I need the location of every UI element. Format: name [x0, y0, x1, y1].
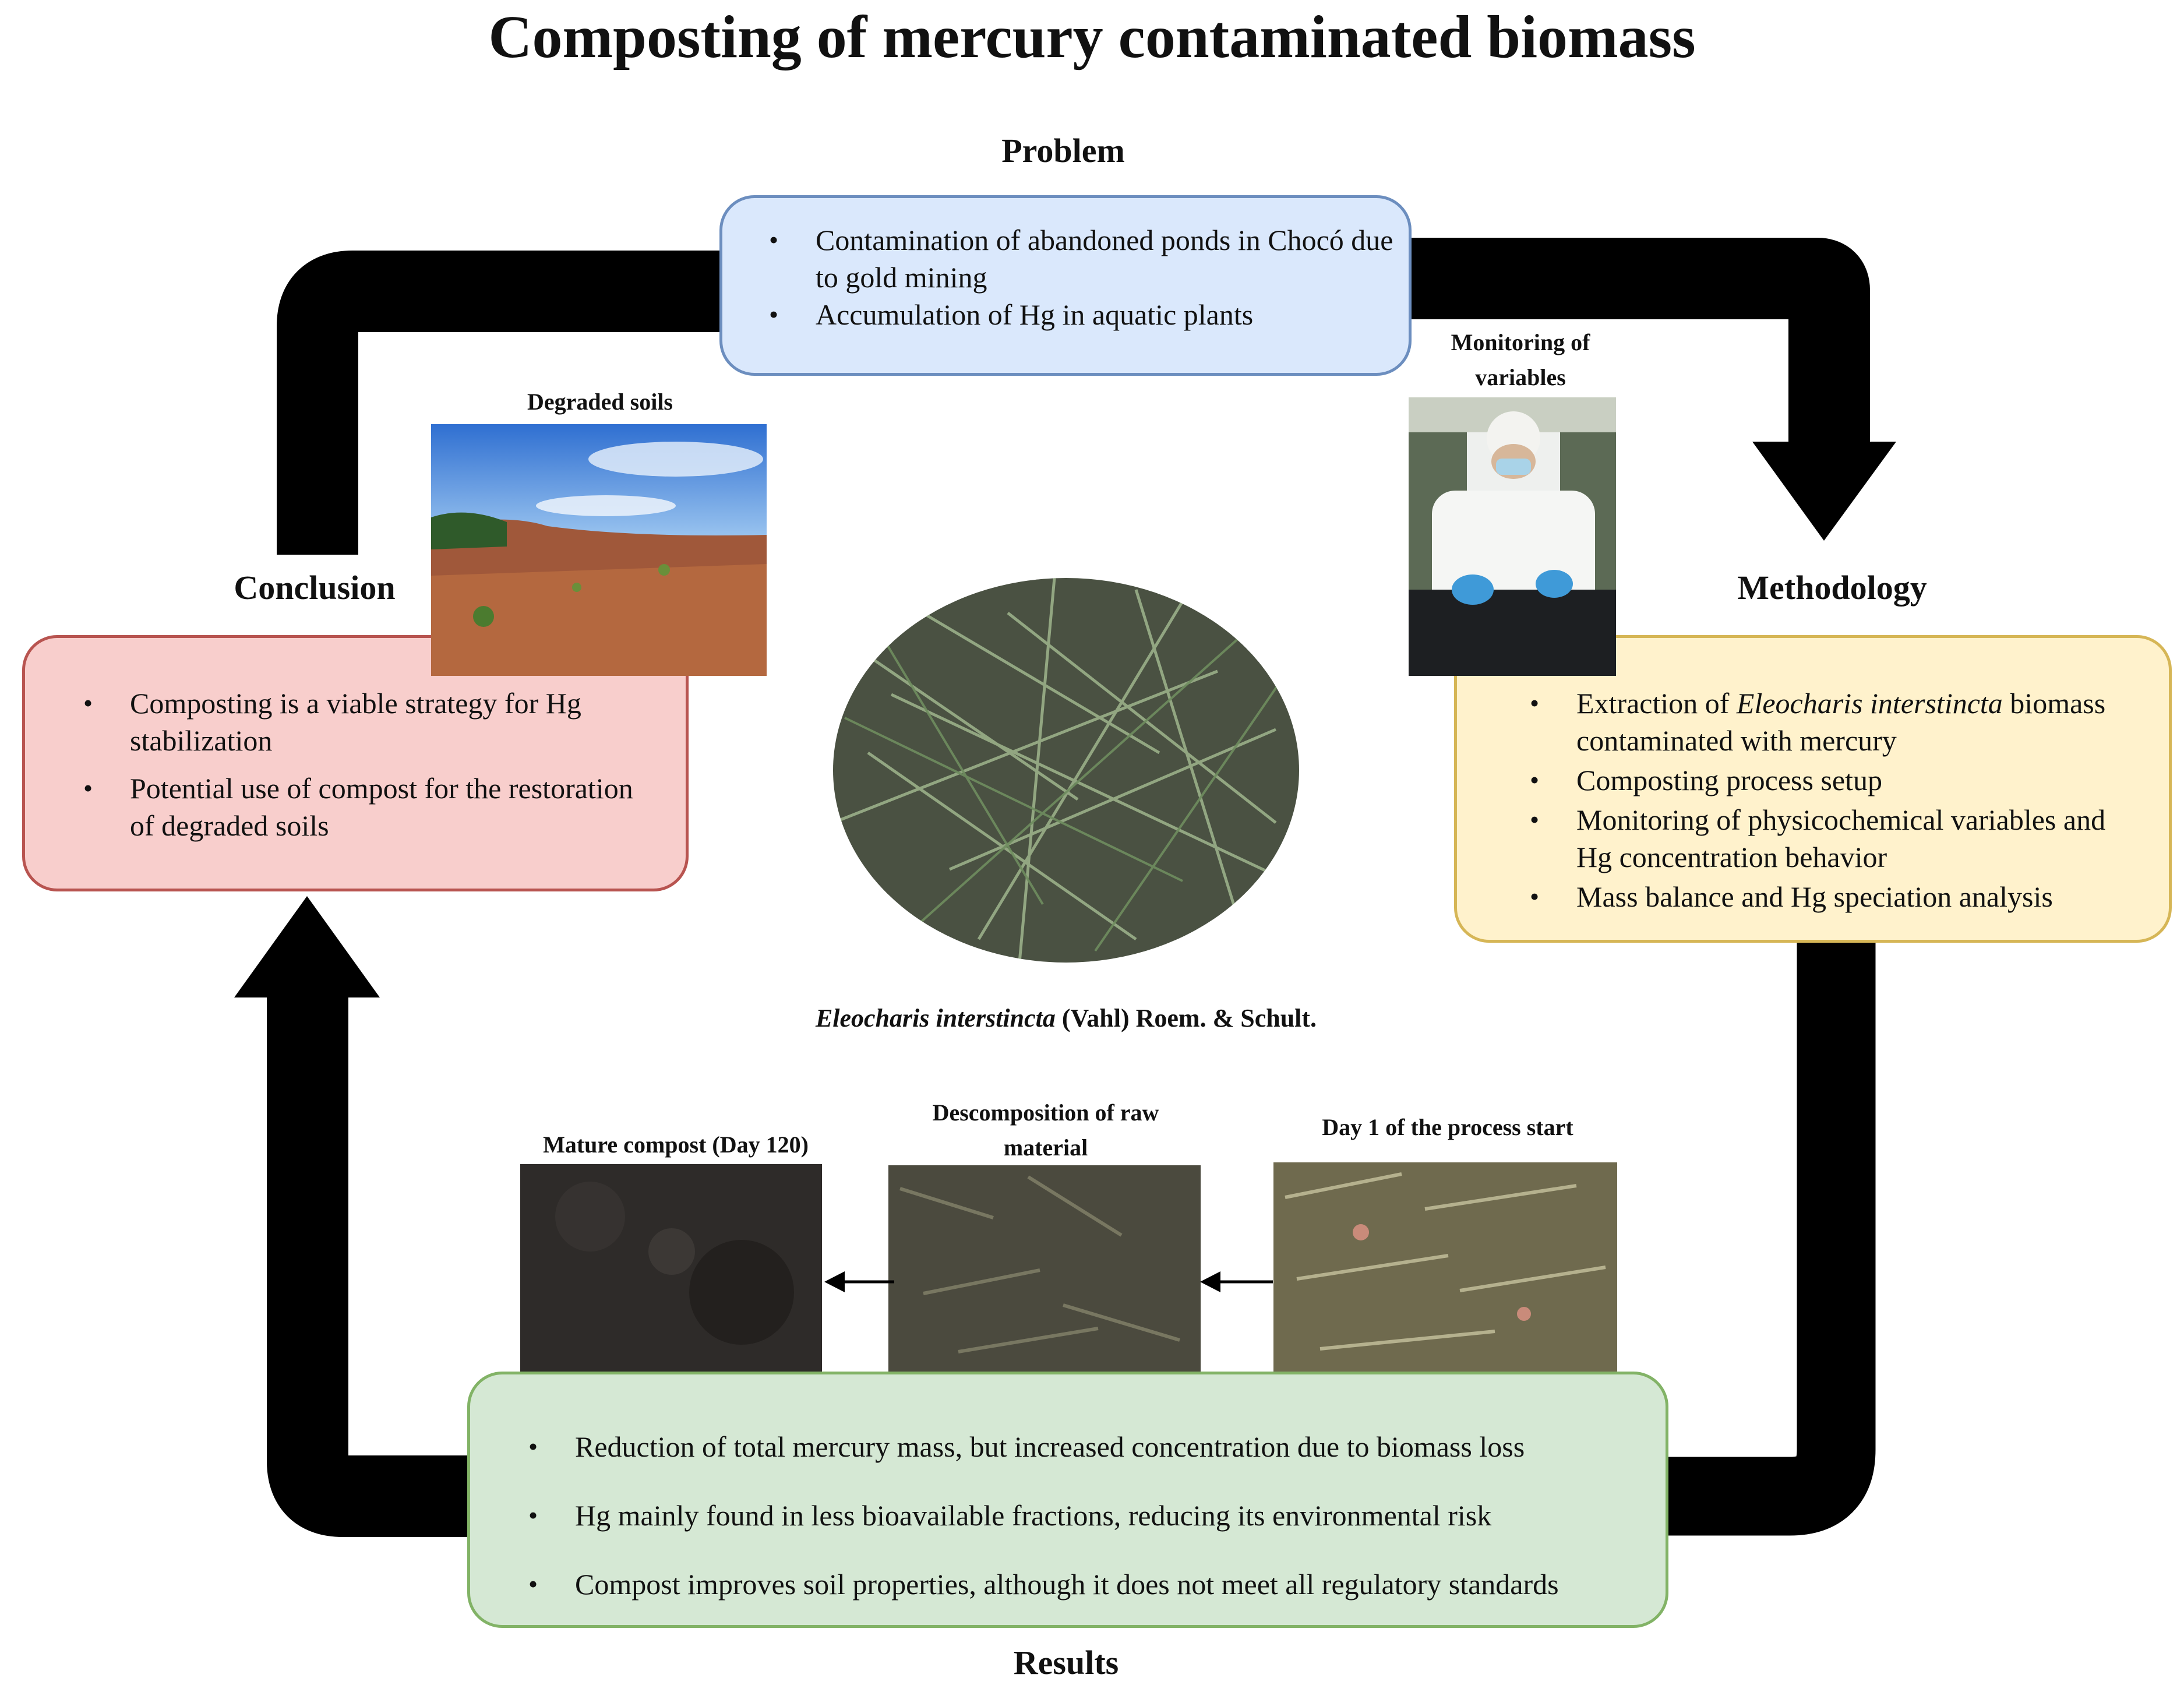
caption-degraded-soils: Degraded soils	[527, 389, 673, 415]
problem-item: Contamination of abandoned ponds in Choc…	[769, 221, 1398, 296]
photo-degraded-soils	[431, 424, 767, 676]
photo-specimen	[833, 578, 1299, 963]
problem-list: Contamination of abandoned ponds in Choc…	[769, 221, 1409, 333]
problem-item: Accumulation of Hg in aquatic plants	[769, 296, 1409, 333]
arrow-left-icon	[1200, 1271, 1273, 1292]
heading-methodology: Methodology	[1737, 569, 1927, 607]
results-box: Reduction of total mercury mass, but inc…	[467, 1372, 1668, 1628]
problem-box: Contamination of abandoned ponds in Choc…	[719, 195, 1412, 376]
arrow-conclusion-to-problem	[277, 251, 722, 555]
photo-day1	[1273, 1162, 1617, 1372]
arrow-methodology-to-results	[1666, 941, 1876, 1536]
heading-results: Results	[1013, 1644, 1119, 1682]
methodology-list: Extraction of Eleocharis interstincta bi…	[1530, 685, 2146, 915]
methodology-box: Extraction of Eleocharis interstincta bi…	[1454, 635, 2172, 943]
specimen-image	[833, 578, 1299, 963]
arrowhead-up-icon	[234, 896, 380, 997]
methodology-item-suffix: biomass contaminated with mercury	[1576, 687, 2106, 757]
day1-image	[1273, 1162, 1617, 1372]
methodology-item: Mass balance and Hg speciation analysis	[1530, 878, 2146, 915]
photo-decomposition	[888, 1165, 1201, 1372]
monitoring-image	[1409, 397, 1616, 676]
diagram-title: Composting of mercury contaminated bioma…	[488, 3, 1696, 70]
conclusion-list: Composting is a viable strategy for Hg s…	[83, 685, 662, 844]
arrow-problem-to-methodology	[1410, 238, 1870, 460]
degraded-soils-image	[431, 424, 767, 676]
methodology-item: Extraction of Eleocharis interstincta bi…	[1530, 685, 2146, 759]
conclusion-item: Potential use of compost for the restora…	[83, 770, 662, 844]
methodology-item-prefix: Extraction of	[1576, 687, 1737, 720]
species-caption-authority: (Vahl) Roem. & Schult.	[1055, 1004, 1317, 1032]
species-name-italic: Eleocharis interstincta	[1736, 687, 2003, 720]
heading-conclusion: Conclusion	[234, 569, 396, 607]
arrowhead-down-icon	[1752, 442, 1896, 541]
conclusion-item: Composting is a viable strategy for Hg s…	[83, 685, 662, 759]
caption-monitoring: Monitoring of variables	[1451, 329, 1590, 390]
arrow-left-icon	[824, 1271, 894, 1292]
arrow-results-to-conclusion	[267, 973, 469, 1537]
caption-mature-compost: Mature compost (Day 120)	[543, 1131, 809, 1158]
heading-problem: Problem	[1001, 132, 1125, 170]
photo-monitoring	[1409, 397, 1616, 676]
results-list: Reduction of total mercury mass, but inc…	[528, 1428, 1642, 1603]
results-item: Hg mainly found in less bioavailable fra…	[528, 1497, 1642, 1534]
methodology-item: Monitoring of physicochemical variables …	[1530, 801, 2146, 876]
species-caption-italic: Eleocharis interstincta	[815, 1004, 1056, 1032]
conclusion-box: Composting is a viable strategy for Hg s…	[22, 635, 689, 891]
caption-decomposition: Descomposition of raw material	[932, 1099, 1159, 1161]
methodology-item: Composting process setup	[1530, 762, 2146, 799]
photo-mature-compost	[520, 1164, 822, 1372]
results-item: Reduction of total mercury mass, but inc…	[528, 1428, 1642, 1465]
species-caption: Eleocharis interstincta (Vahl) Roem. & S…	[728, 1003, 1404, 1033]
results-item: Compost improves soil properties, althou…	[528, 1566, 1642, 1603]
caption-day1: Day 1 of the process start	[1322, 1114, 1573, 1140]
mature-compost-image	[520, 1164, 822, 1372]
decomposition-image	[888, 1165, 1201, 1372]
